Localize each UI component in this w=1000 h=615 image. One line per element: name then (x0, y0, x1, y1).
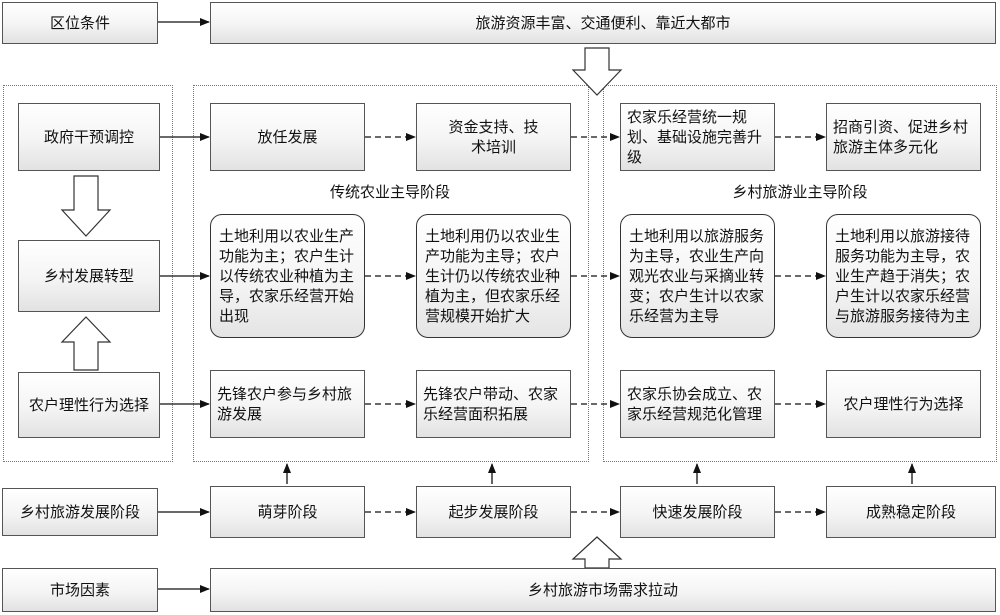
stage-sprouting: 萌芽阶段 (210, 486, 365, 538)
location-condition-text: 旅游资源丰富、交通便利、靠近大都市 (210, 2, 996, 44)
tourism-stage-region (603, 85, 997, 462)
gov-action-3: 农家乐经营统一规划、基础设施完善升级 (620, 103, 775, 171)
rural-transformation-box: 乡村发展转型 (18, 240, 160, 312)
stage-mature-stable: 成熟稳定阶段 (826, 486, 996, 538)
rural-tourism-stage-label: 乡村旅游业主导阶段 (732, 183, 868, 201)
gov-action-2: 资金支持、技术培训 (416, 103, 571, 171)
location-condition-label: 区位条件 (2, 2, 158, 44)
left-region (3, 85, 173, 462)
traditional-stage-region (193, 85, 589, 462)
farmer-rational-behavior-box: 农户理性行为选择 (18, 372, 160, 438)
stage-initial-development: 起步发展阶段 (416, 486, 571, 538)
gov-action-4: 招商引资、促进乡村旅游主体多元化 (826, 103, 981, 171)
farmer-action-4: 农户理性行为选择 (826, 370, 981, 438)
rural-tourism-stages-label: 乡村旅游发展阶段 (2, 488, 158, 536)
stage-rapid-development: 快速发展阶段 (620, 486, 775, 538)
land-use-stage-4: 土地利用以旅游接待服务功能为主导，农业生产趋于消失；农户生计以农家乐经营与旅游服… (826, 214, 981, 338)
gov-action-1: 放任发展 (210, 103, 365, 171)
traditional-agriculture-stage-label: 传统农业主导阶段 (329, 183, 450, 201)
land-use-stage-1: 土地利用以农业生产功能为主；农户生计以传统农业种植为主导，农家乐经营开始出现 (210, 214, 365, 338)
farmer-action-2: 先锋农户带动、农家乐经营面积拓展 (416, 370, 571, 438)
land-use-stage-2: 土地利用仍以农业生产功能为主导；农户生计仍以传统农业种植为主，但农家乐经营规模开… (416, 214, 571, 338)
farmer-action-3: 农家乐协会成立、农家乐经营规范化管理 (620, 370, 775, 438)
government-intervention-box: 政府干预调控 (18, 103, 160, 171)
market-demand-pull: 乡村旅游市场需求拉动 (210, 568, 996, 612)
market-factor-label: 市场因素 (2, 568, 158, 612)
farmer-action-1: 先锋农户参与乡村旅游发展 (210, 370, 365, 438)
land-use-stage-3: 土地利用以旅游服务为主导，农业生产向观光农业与采摘业转变；农户生计以农家乐经营为… (620, 214, 775, 338)
